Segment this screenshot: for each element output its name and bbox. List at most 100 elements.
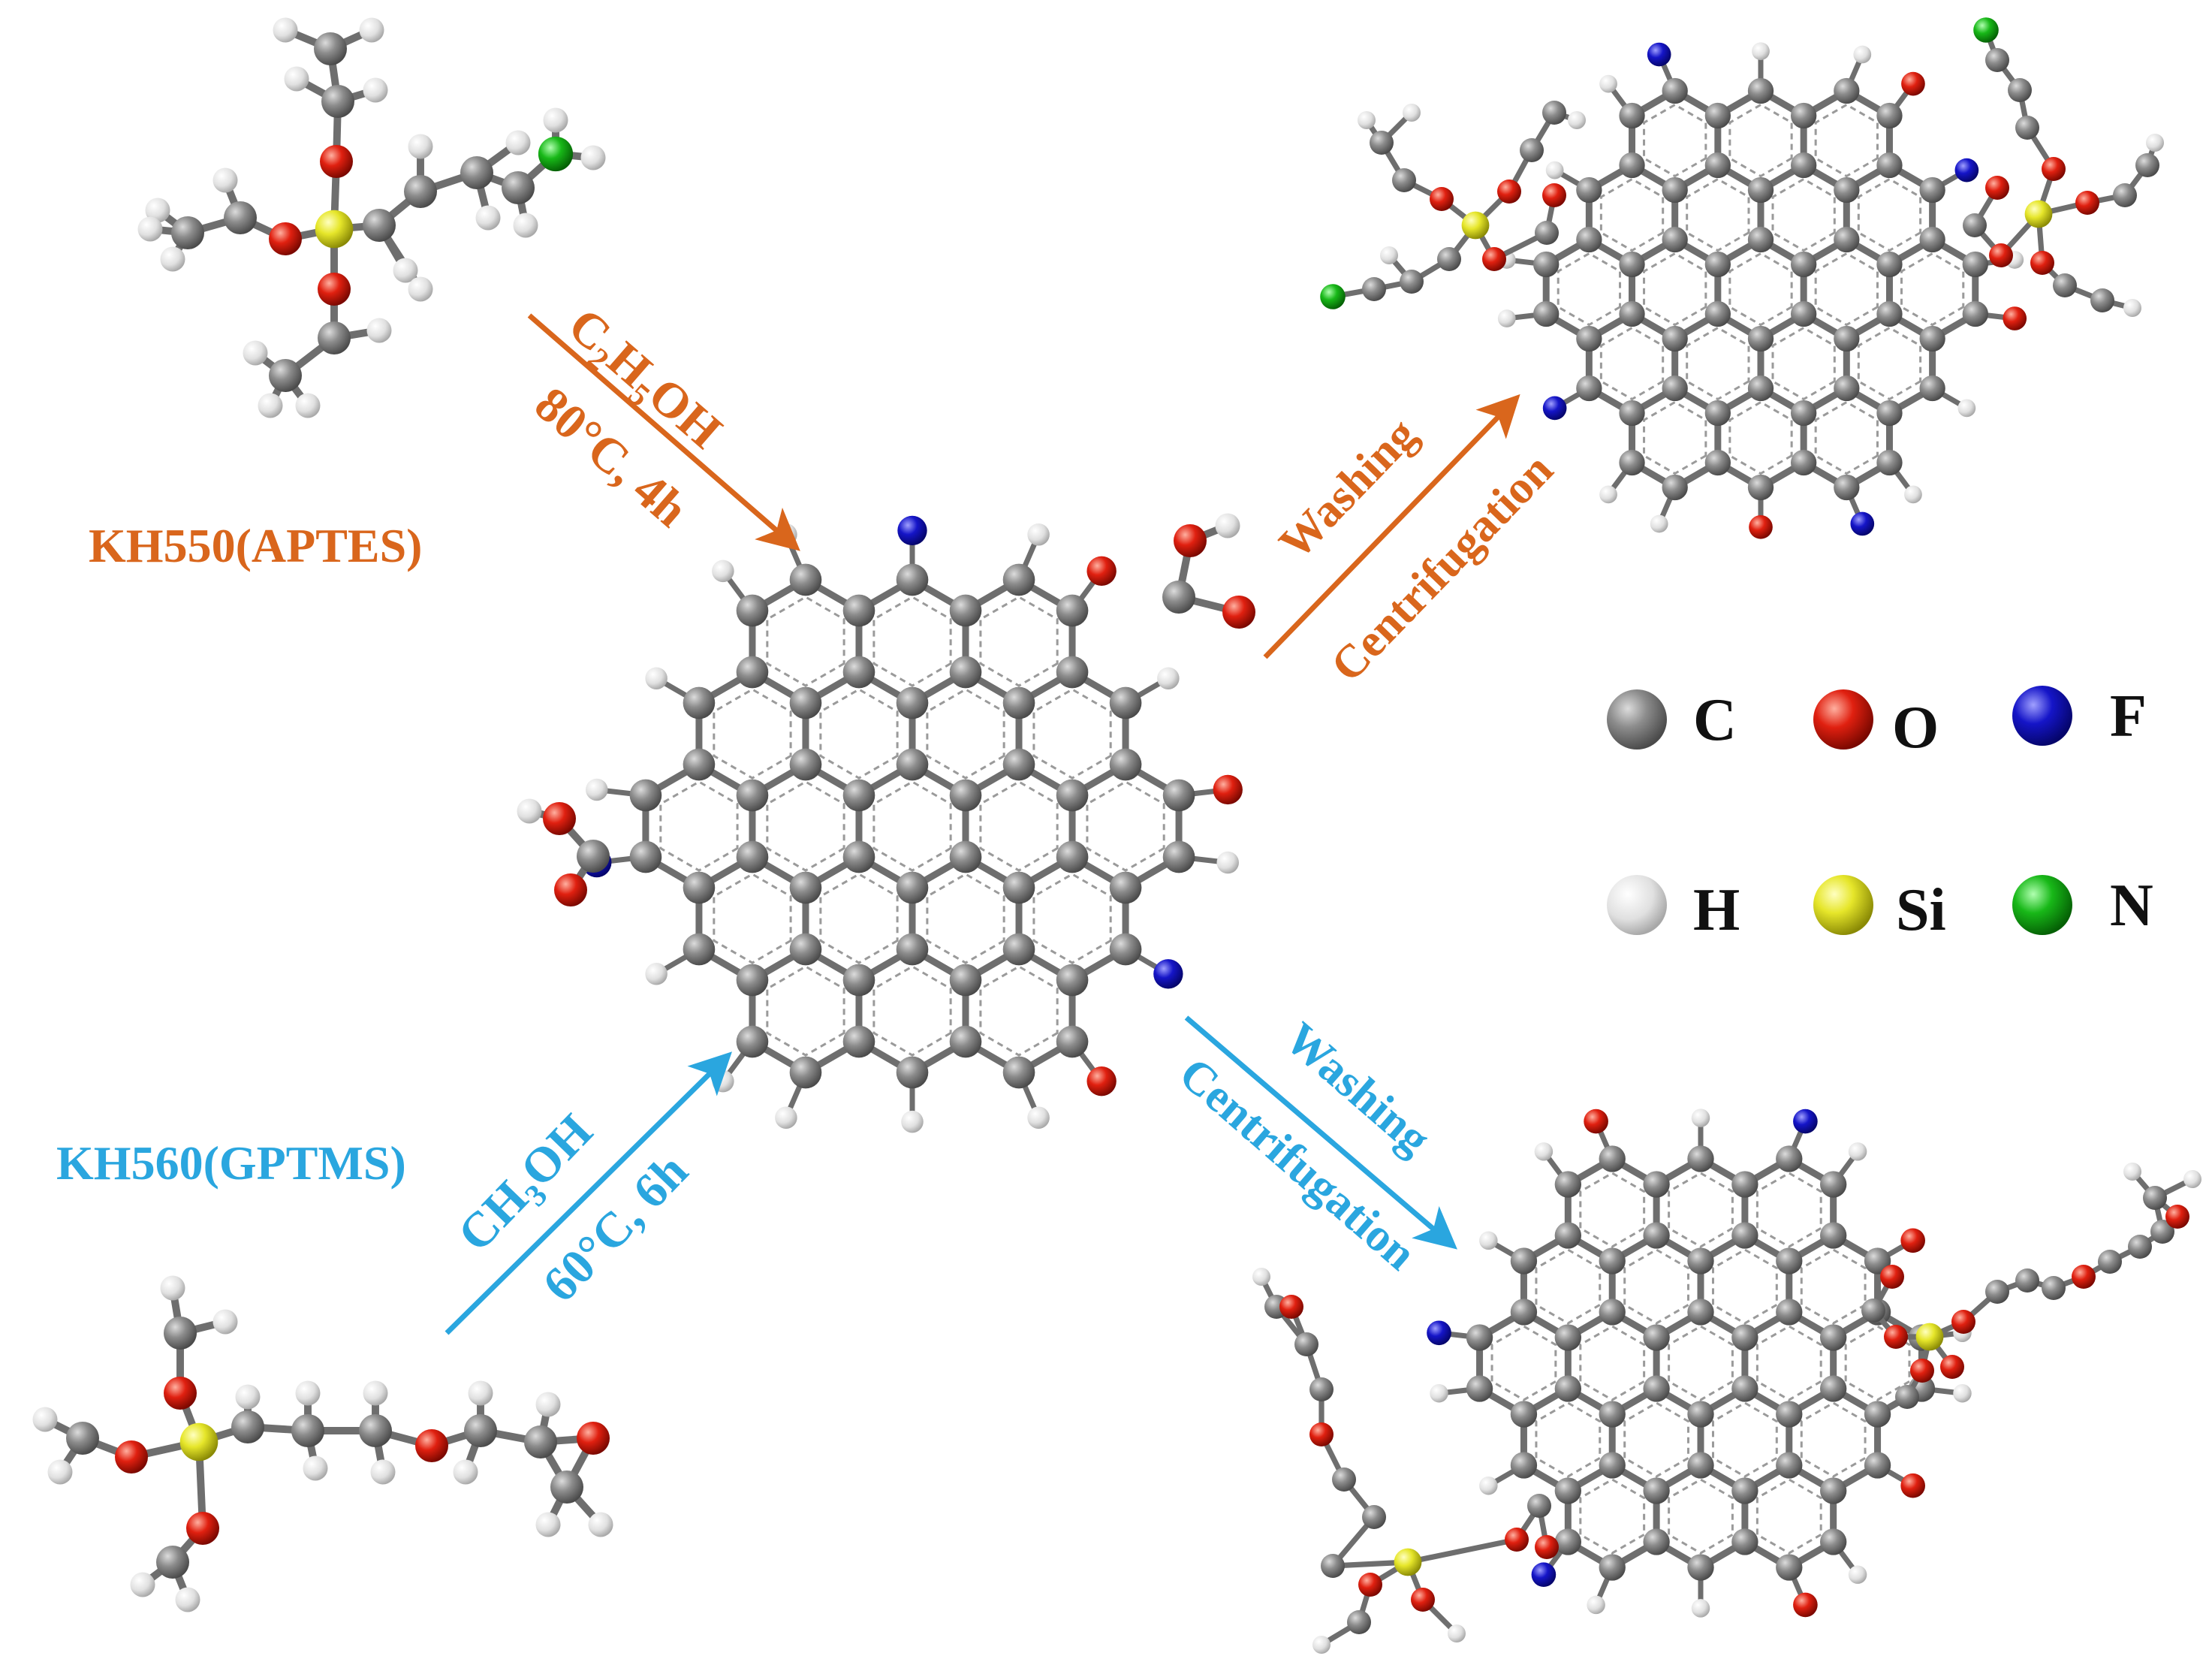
hydrogen-atom bbox=[408, 276, 433, 302]
carbon-atom bbox=[1895, 1385, 1919, 1409]
hydrogen-atom bbox=[359, 17, 384, 43]
carbon-atom bbox=[842, 840, 875, 873]
carbon-atom bbox=[1109, 871, 1142, 904]
carbon-atom bbox=[1162, 779, 1195, 812]
carbon-atom bbox=[1002, 871, 1035, 904]
carbon-atom bbox=[1861, 1299, 1885, 1323]
carbon-atom bbox=[1056, 594, 1089, 627]
hydrogen-atom bbox=[505, 130, 531, 155]
carbon-atom bbox=[949, 1025, 982, 1058]
legend-label-si: Si bbox=[1896, 877, 1946, 943]
kh560-molecule bbox=[32, 1275, 613, 1612]
carbon-atom bbox=[1599, 1247, 1626, 1274]
carbon-atom bbox=[1619, 102, 1645, 129]
carbon-atom bbox=[1919, 375, 1945, 402]
oxygen-atom bbox=[1430, 187, 1454, 211]
carbon-atom bbox=[1643, 1222, 1670, 1249]
carbon-atom bbox=[1576, 176, 1602, 204]
aromatic-ring bbox=[1686, 326, 1750, 401]
carbon-atom bbox=[736, 964, 769, 997]
carbon-atom bbox=[789, 748, 822, 781]
aromatic-ring bbox=[766, 780, 845, 872]
oxygen-atom bbox=[1411, 1588, 1435, 1612]
carbon-atom bbox=[1776, 1299, 1803, 1326]
carbon-atom bbox=[629, 779, 662, 812]
carbon-atom bbox=[683, 933, 716, 966]
aromatic-ring bbox=[1755, 1478, 1822, 1555]
oxygen-atom bbox=[1174, 524, 1207, 557]
hydrogen-atom bbox=[273, 17, 298, 43]
carbon-atom bbox=[502, 171, 535, 204]
carbon-atom bbox=[683, 871, 716, 904]
hydrogen-atom bbox=[1953, 1384, 1972, 1403]
carbon-atom bbox=[1527, 1494, 1551, 1518]
aromatic-ring bbox=[713, 873, 792, 964]
carbon-atom bbox=[1704, 102, 1731, 129]
oxygen-atom bbox=[1985, 176, 2009, 200]
aromatic-ring bbox=[872, 965, 952, 1057]
kh560-label: KH560(GPTMS) bbox=[56, 1136, 406, 1190]
hydrogen-atom bbox=[1599, 74, 1617, 93]
aromatic-ring bbox=[1623, 1401, 1690, 1478]
hydrogen-atom bbox=[1848, 1565, 1867, 1584]
carbon-atom bbox=[66, 1422, 99, 1455]
fluorine-atom bbox=[1427, 1320, 1451, 1346]
hydrogen-atom bbox=[363, 1380, 388, 1406]
carbon-atom bbox=[1864, 1401, 1891, 1428]
hydrogen-atom bbox=[775, 1106, 797, 1129]
carbon-atom bbox=[842, 964, 875, 997]
carbon-atom bbox=[1819, 1222, 1847, 1249]
oxygen-atom bbox=[543, 802, 576, 835]
aromatic-ring bbox=[926, 873, 1005, 964]
carbon-atom bbox=[789, 1056, 822, 1089]
carbon-atom bbox=[1790, 300, 1817, 327]
hydrogen-atom bbox=[145, 198, 170, 223]
carbon-atom bbox=[842, 656, 875, 689]
silicon-atom bbox=[2024, 200, 2053, 228]
hydrogen-atom bbox=[453, 1459, 478, 1485]
aromatic-ring bbox=[1579, 1172, 1646, 1248]
carbon-atom bbox=[1687, 1452, 1714, 1479]
aromatic-ring bbox=[1771, 326, 1836, 401]
carbon-atom bbox=[1876, 300, 1903, 327]
aromatic-ring bbox=[926, 688, 1005, 780]
carbon-atom bbox=[1985, 1280, 2009, 1304]
carbon-atom bbox=[1533, 251, 1560, 278]
oxygen-atom bbox=[2165, 1205, 2189, 1229]
oxygen-atom bbox=[1880, 1265, 1904, 1289]
carbon-atom bbox=[464, 1414, 497, 1447]
carbon-atom bbox=[1834, 474, 1860, 501]
aromatic-ring bbox=[1579, 1325, 1646, 1401]
carbon-atom bbox=[577, 840, 610, 873]
carbon-atom bbox=[2135, 153, 2159, 177]
hydrogen-atom bbox=[258, 393, 283, 418]
carbon-atom bbox=[1643, 1375, 1670, 1402]
hydrogen-atom bbox=[1848, 1142, 1867, 1161]
oxygen-atom bbox=[1086, 556, 1117, 587]
carbon-atom bbox=[1834, 77, 1860, 104]
carbon-atom bbox=[1002, 1056, 1035, 1089]
aromatic-ring bbox=[1771, 177, 1836, 252]
bond bbox=[1405, 1537, 1520, 1565]
hydrogen-atom bbox=[1479, 1231, 1498, 1250]
hydrogen-atom bbox=[1312, 1636, 1331, 1654]
carbon-atom bbox=[1963, 213, 1987, 237]
legend-label-f: F bbox=[2110, 683, 2147, 750]
carbon-atom bbox=[1109, 748, 1142, 781]
aromatic-ring bbox=[1814, 400, 1879, 475]
hydrogen-atom bbox=[1568, 111, 1586, 129]
carbon-atom bbox=[1704, 251, 1731, 278]
silicon-atom bbox=[179, 1422, 218, 1461]
aromatic-ring bbox=[1643, 252, 1707, 327]
aromatic-ring bbox=[1755, 1325, 1822, 1401]
carbon-atom bbox=[1819, 1171, 1847, 1198]
oxygen-atom bbox=[1086, 1066, 1117, 1096]
carbon-atom bbox=[1662, 226, 1688, 253]
carbon-atom bbox=[1731, 1222, 1758, 1249]
carbon-atom bbox=[1554, 1477, 1582, 1504]
silicon-atom-icon bbox=[1813, 875, 1873, 935]
aromatic-ring bbox=[872, 596, 952, 687]
aromatic-ring bbox=[1557, 252, 1622, 327]
hydrogen-atom bbox=[2146, 134, 2164, 152]
